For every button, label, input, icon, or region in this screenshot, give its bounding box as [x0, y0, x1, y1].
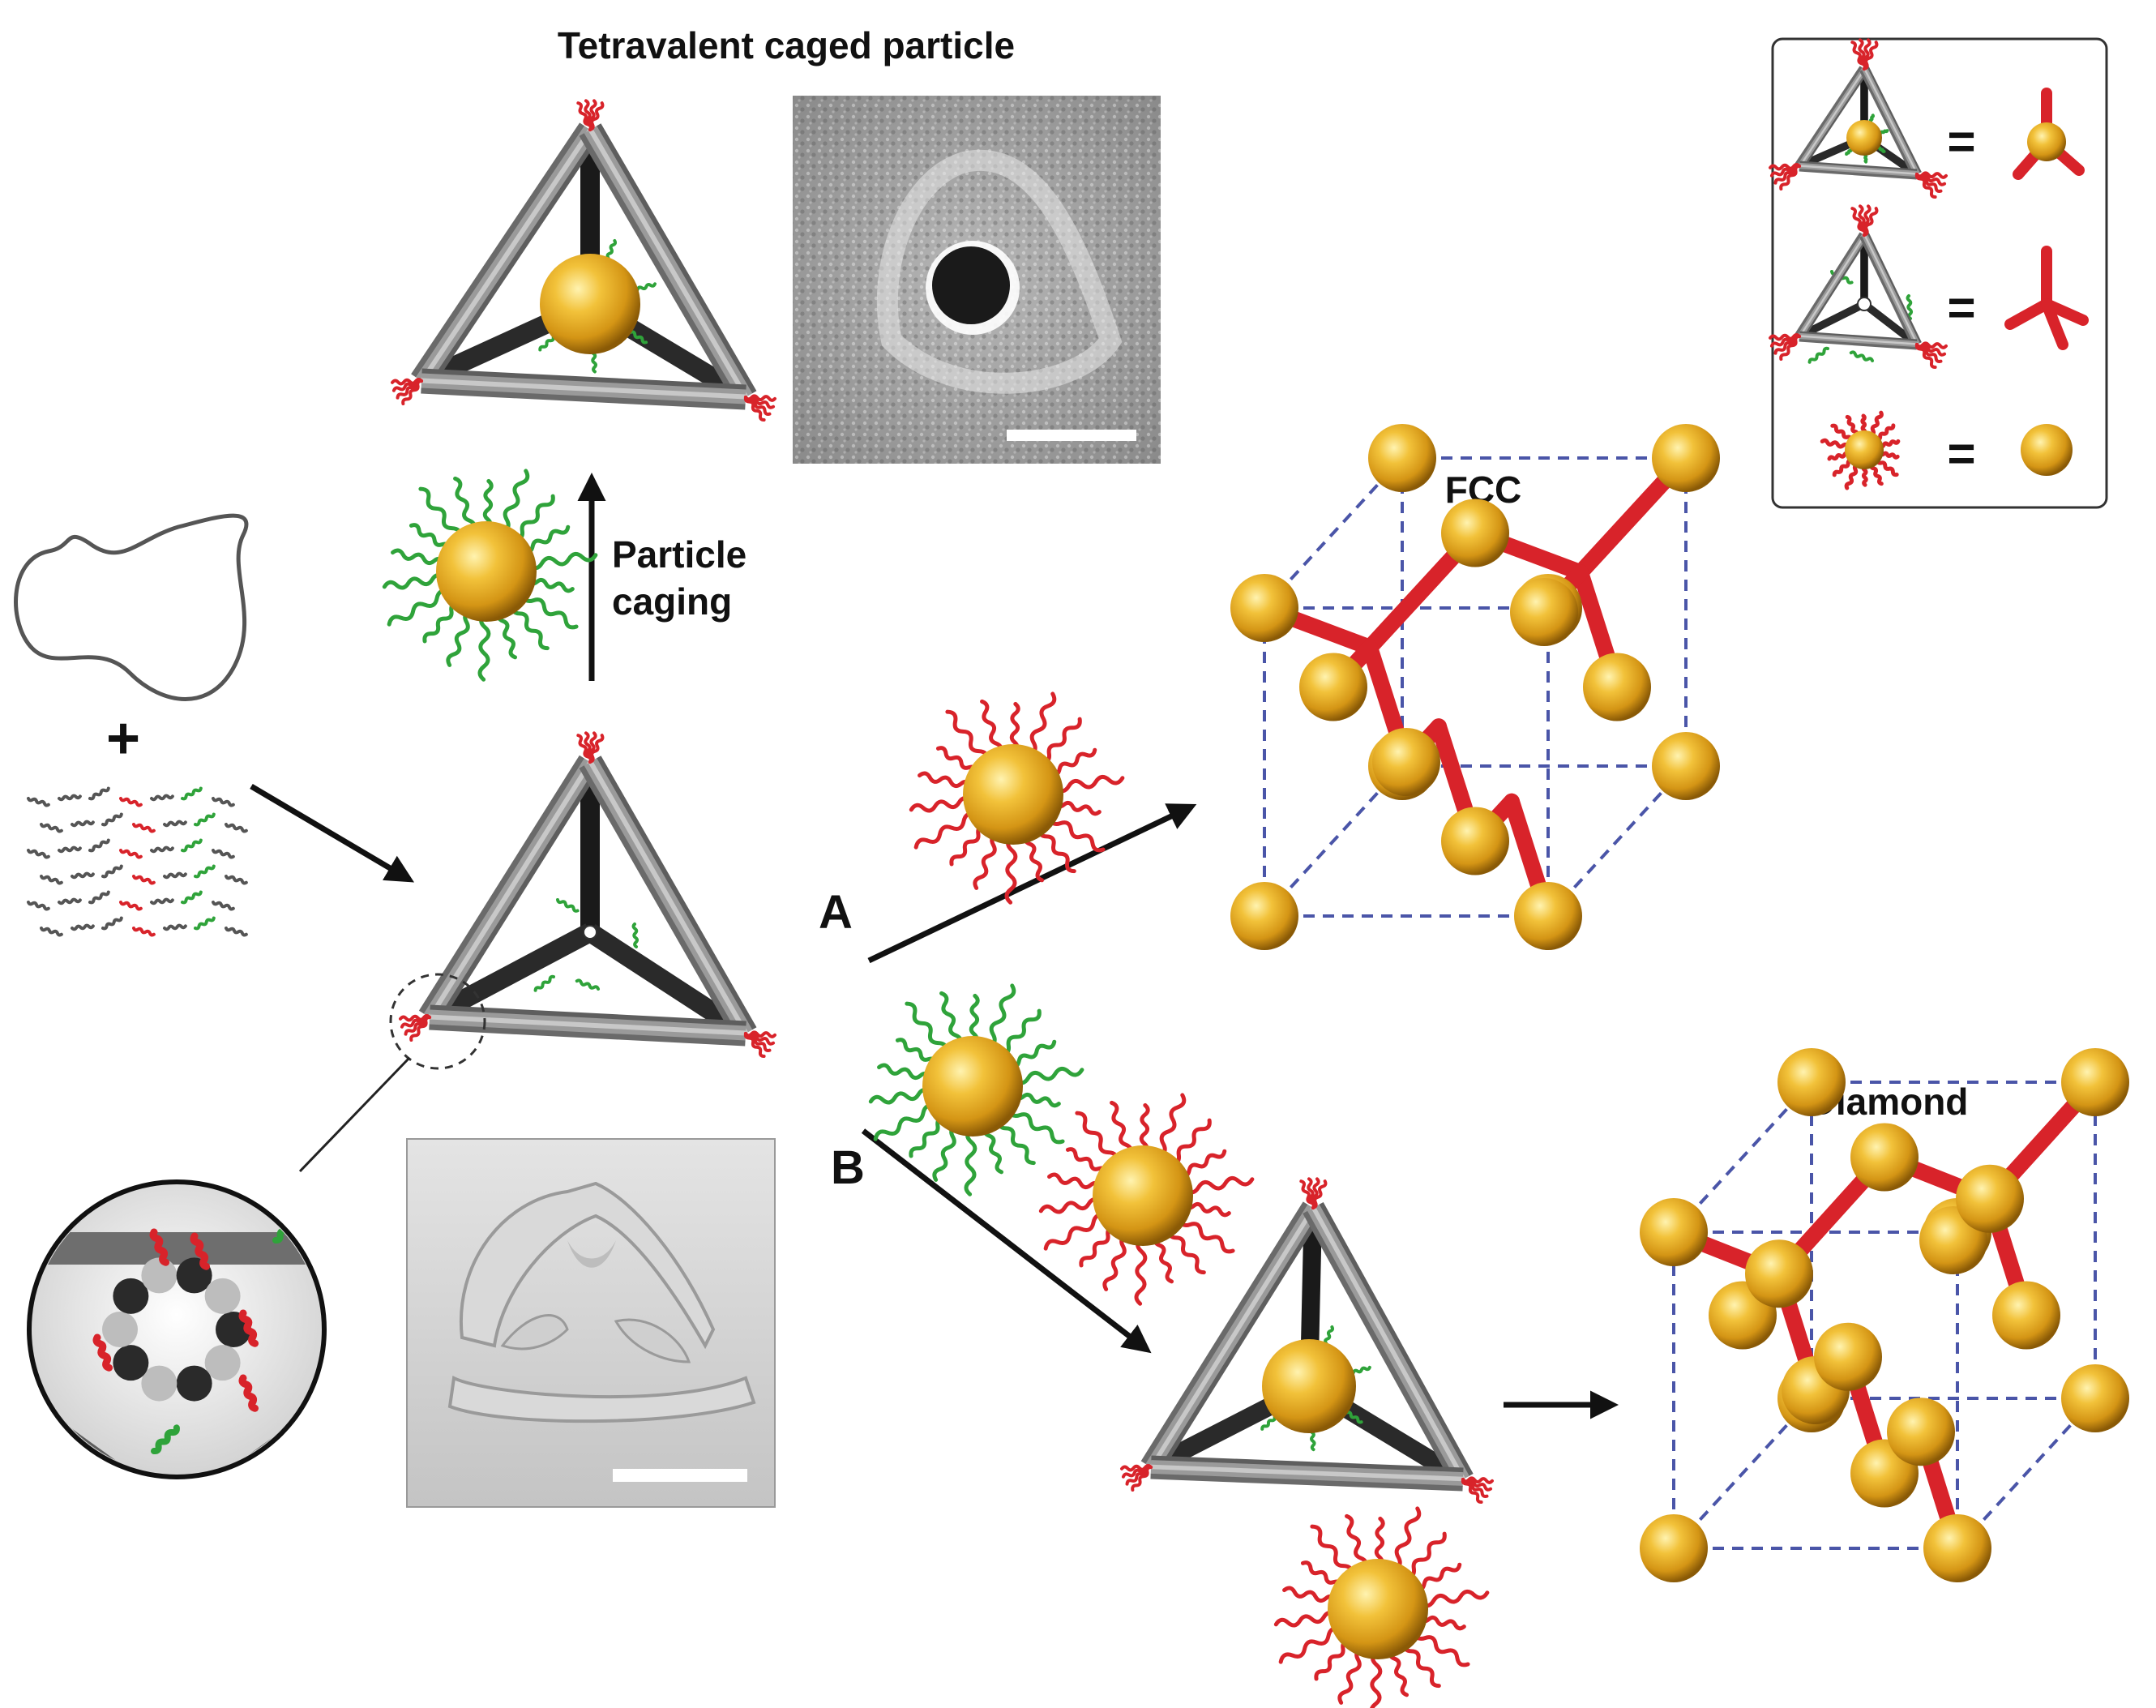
cryo-em-map-image — [406, 1138, 776, 1508]
gold-sphere — [922, 1036, 1023, 1137]
legend-equals-2: = — [1947, 280, 1975, 335]
plus-sign: + — [106, 706, 140, 771]
branch-b-arrow — [861, 1128, 1152, 1354]
legend-box: = = = — [1769, 37, 2108, 509]
gold-sphere — [1093, 1145, 1193, 1246]
gold-nanoparticle-red-icon — [1273, 1506, 1490, 1708]
gold-sphere — [1845, 430, 1884, 469]
legend-caged-tetrahedron-icon — [1769, 38, 1948, 199]
staple-strands-icon — [27, 786, 248, 937]
vertex-zoom-inset-icon — [27, 1179, 327, 1479]
gold-nanoparticle-red-icon — [909, 691, 1125, 905]
caged-particle-tetrahedron — [1120, 1177, 1494, 1504]
gold-sphere — [1328, 1559, 1428, 1659]
branch-a-arrow — [867, 803, 1197, 964]
legend-tetravalent-particle-icon — [2013, 88, 2085, 180]
figure-title: Tetravalent caged particle — [558, 24, 1015, 66]
caging-label-line2: caging — [612, 580, 732, 623]
gold-sphere — [436, 521, 537, 622]
gold-sphere — [963, 744, 1063, 845]
tem-scale-bar — [1007, 430, 1136, 441]
zoom-connector-line — [298, 1056, 411, 1173]
diamond-lattice-icon — [1640, 1048, 2129, 1582]
legend-empty-tetrahedron-icon — [1769, 204, 1948, 370]
branch-a-label: A — [819, 886, 853, 939]
caged-particle-tetrahedron — [391, 99, 776, 422]
fcc-lattice-icon — [1230, 424, 1720, 950]
vertex-highlight-circle — [389, 973, 486, 1070]
gold-nanoparticle-green-icon — [868, 983, 1084, 1196]
branch-b-label: B — [831, 1141, 865, 1194]
tem-micrograph-image — [793, 96, 1161, 464]
gold-nanoparticle-green-icon — [382, 469, 598, 682]
legend-tetrapod-icon — [2004, 246, 2089, 350]
tetrahedron-frame-icon — [399, 731, 776, 1058]
legend-coated-particle-icon — [1820, 410, 1901, 490]
legend-gold-sphere-icon — [2021, 424, 2073, 476]
gold-nanoparticle-red-icon — [1038, 1093, 1255, 1306]
cryo-scale-bar — [613, 1469, 747, 1482]
assembly-arrow — [250, 783, 415, 883]
caging-label-line1: Particle — [612, 533, 746, 576]
dna-scaffold-loop-icon — [14, 513, 249, 701]
legend-equals-1: = — [1947, 114, 1975, 169]
legend-equals-3: = — [1947, 426, 1975, 481]
